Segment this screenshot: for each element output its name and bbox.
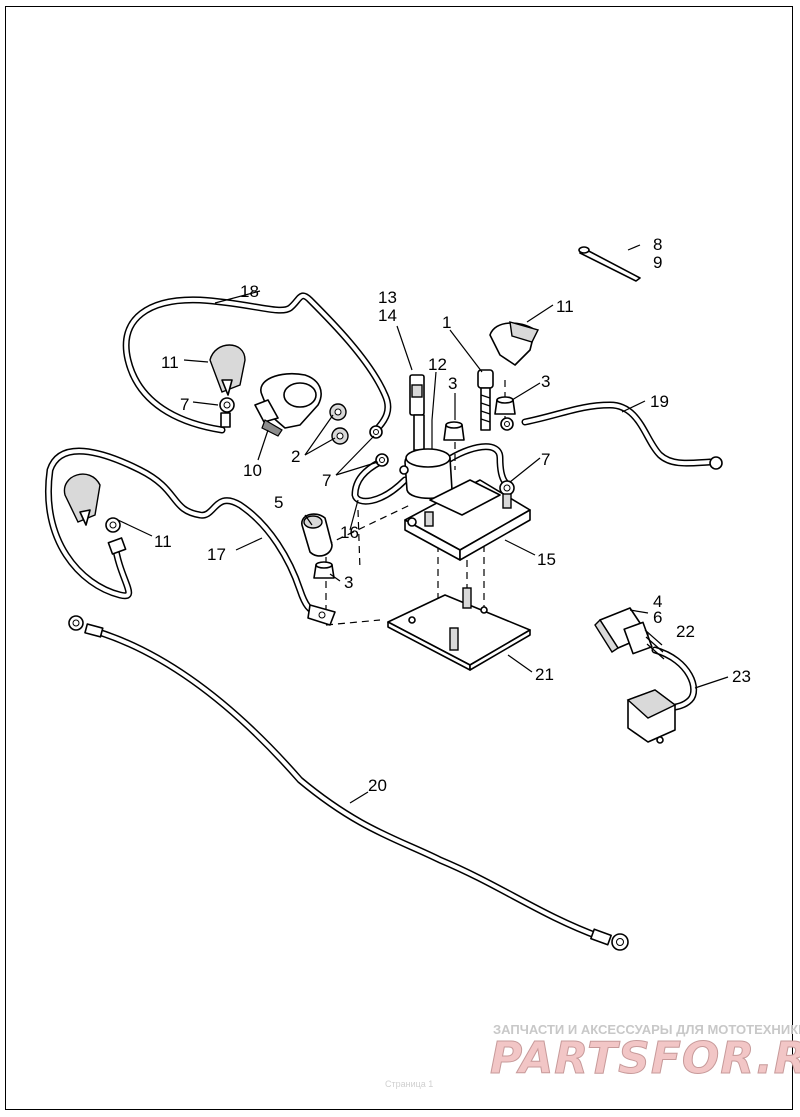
label-21: 21 [535,665,554,684]
base-plate-21 [387,587,531,671]
watermark: ЗАПЧАСТИ И АКСЕССУАРЫ ДЛЯ МОТОТЕХНИКИ PA… [385,1022,800,1089]
label-10: 10 [243,461,262,480]
label-3-a: 3 [448,374,457,393]
label-4: 4 [653,592,662,611]
label-7-b: 7 [322,471,331,490]
cable-19 [521,401,714,467]
module-23 [626,689,677,744]
watermark-footer: Страница 1 [385,1079,433,1089]
label-23: 23 [732,667,751,686]
bolt-1 [477,369,494,431]
terminal-boot-11-b [489,321,540,366]
label-8: 8 [653,235,662,254]
ring-terminal-19 [500,417,723,470]
cap-5 [301,513,333,557]
label-11-a: 11 [161,353,179,372]
ring-terminal-20 [68,615,629,951]
label-18: 18 [240,282,259,301]
label-15: 15 [537,550,556,569]
label-7-c: 7 [541,450,550,469]
label-20: 20 [368,776,387,795]
label-12: 12 [428,355,447,374]
connector-4-6-22 [594,607,665,660]
cable-16 [351,458,409,505]
cable-strap-8-9 [578,246,641,282]
label-7-a: 7 [180,395,189,414]
cable-17 [45,447,322,616]
nut-2-b [331,427,349,445]
label-11-c: 11 [154,532,172,551]
label-11-b: 11 [556,297,574,316]
nut-3-c [313,561,335,579]
label-22: 22 [676,622,695,641]
label-17: 17 [207,545,226,564]
label-3-c: 3 [344,573,353,592]
bracket-10 [254,372,322,437]
label-5: 5 [274,493,283,512]
cable-20 [88,626,604,941]
label-1: 1 [442,313,451,332]
label-6: 6 [653,608,662,627]
ring-terminal-7-a [219,397,235,428]
nut-3-a [443,421,465,441]
nut-2-a [329,403,347,421]
label-14: 14 [378,306,397,325]
ring-terminal-17 [105,517,336,626]
ring-terminal-7-d [499,480,515,496]
label-19: 19 [650,392,669,411]
callout-labels: 1 2 3 3 3 4 5 6 7 7 7 7 8 9 10 11 11 11 … [154,235,751,795]
ring-terminal-7-b [369,425,383,439]
cable-18 [122,292,392,434]
label-9: 9 [653,253,662,272]
label-2: 2 [291,447,300,466]
terminal-boot-11-c [63,473,101,526]
leader-lines [117,244,729,804]
diagram-frame [5,6,793,1110]
terminal-boot-11-a [209,344,246,396]
connector-13-14 [409,374,425,451]
label-16: 16 [340,523,359,542]
cable-from-solenoid [441,443,509,486]
label-3-b: 3 [541,372,550,391]
solenoid-body [399,448,453,500]
label-13: 13 [378,288,397,307]
watermark-brand: PARTSFOR.RU [490,1033,800,1084]
ring-terminal-7-c [375,453,389,467]
watermark-tagline: ЗАПЧАСТИ И АКСЕССУАРЫ ДЛЯ МОТОТЕХНИКИ [493,1022,800,1037]
mount-plate-15 [404,479,531,561]
